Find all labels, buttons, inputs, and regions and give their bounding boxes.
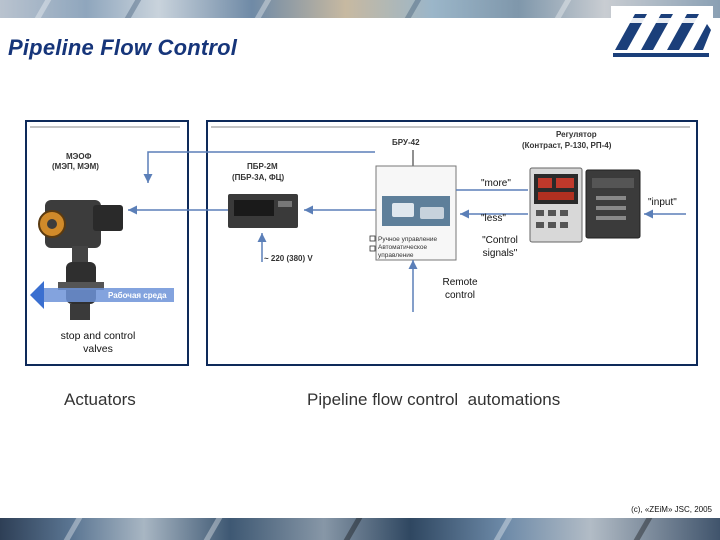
remote-control-line2: control: [444, 290, 475, 301]
less-signal-label: "less": [481, 213, 506, 224]
regulator-label-1: Регулятор: [556, 130, 597, 139]
arrow-bru-to-actuator: [143, 151, 375, 183]
auto-control-line2: управление: [378, 252, 414, 259]
auto-control-line1: Автоматическое: [378, 244, 428, 251]
control-signals-line2: signals": [482, 248, 518, 259]
bru-label: БРУ-42: [392, 138, 420, 147]
pbr-label-2: (ПБР-3А, ФЦ): [232, 173, 285, 182]
automations-caption: Pipeline flow control automations: [307, 390, 561, 409]
bottom-decorative-band: [0, 518, 720, 540]
actuator-model-label-1: МЭОФ: [66, 152, 92, 161]
voltage-label: ~ 220 (380) V: [264, 254, 313, 263]
bru-control-unit: [369, 150, 457, 261]
regulator-device-2: [585, 169, 641, 239]
company-logo: [611, 6, 713, 62]
remote-control-label: Remote control: [430, 276, 490, 302]
more-signal-label: "more": [481, 178, 511, 189]
top-decorative-band: [0, 0, 720, 18]
regulator-device-1: [529, 167, 583, 243]
control-signals-label: "Control signals": [472, 234, 528, 260]
pbr-starter-icon: [228, 194, 298, 228]
auto-control-label: Автоматическое управление: [378, 244, 427, 260]
valves-caption-line1: stop and control: [60, 330, 136, 342]
actuator-model-label-2: (МЭП, МЭМ): [52, 162, 99, 171]
actuators-caption: Actuators: [64, 390, 136, 409]
remote-control-line1: Remote: [442, 277, 478, 288]
copyright-footer: (c), «ZEiM» JSC, 2005: [631, 505, 712, 514]
input-signal-label: "input": [648, 197, 677, 208]
control-signals-line1: "Control: [482, 235, 518, 246]
actuator-device-icon: [38, 200, 123, 320]
slide-title: Pipeline Flow Control: [8, 35, 238, 60]
regulator-label-2: (Контраст, Р-130, РП-4): [522, 141, 612, 150]
valves-caption: stop and control valves: [36, 330, 160, 356]
medium-label: Рабочая среда: [108, 291, 167, 300]
pbr-label-1: ПБР-2М: [247, 162, 278, 171]
manual-control-label: Ручное управление: [378, 236, 438, 243]
valves-caption-line2: valves: [83, 343, 113, 355]
medium-flow-arrow: [30, 281, 174, 309]
